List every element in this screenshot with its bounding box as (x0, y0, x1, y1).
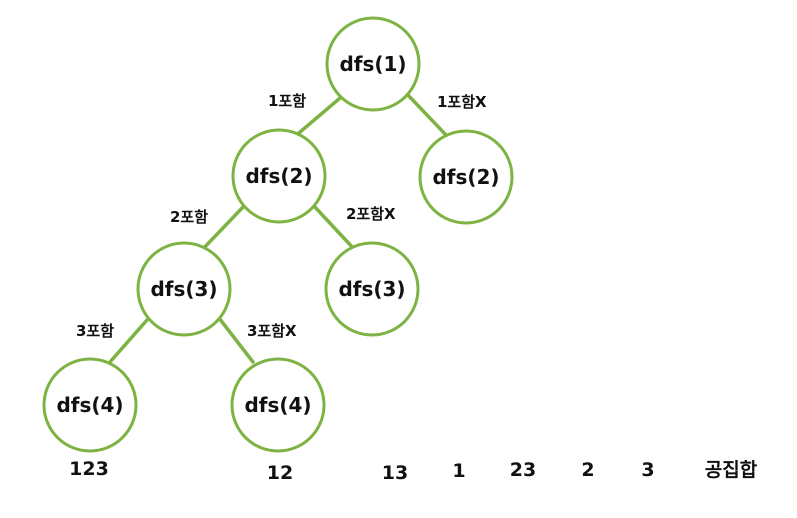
result-subset: 123 (69, 458, 109, 480)
edge-2-exclude (311, 203, 357, 252)
result-subset: 23 (510, 459, 536, 481)
node-dfs-3-exclude: dfs(3) (324, 241, 420, 337)
node-label: dfs(2) (245, 164, 312, 188)
result-empty-set: 공집합 (705, 459, 758, 481)
edge-3-exclude (217, 316, 255, 364)
node-label: dfs(2) (432, 165, 499, 189)
edge-1-include (291, 91, 348, 140)
node-dfs-3-include: dfs(3) (136, 241, 232, 337)
edge-1-exclude (404, 91, 448, 137)
edge-label-1-include: 1포함 (268, 92, 306, 110)
node-label: dfs(4) (56, 393, 123, 417)
node-dfs-4-exclude: dfs(4) (230, 357, 326, 453)
edge-label-2-exclude: 2포함X (346, 205, 396, 223)
node-label: dfs(3) (338, 277, 405, 301)
node-label: dfs(1) (339, 52, 406, 76)
edge-label-3-exclude: 3포함X (247, 322, 297, 340)
edge-label-1-exclude: 1포함X (437, 93, 487, 111)
node-dfs-2-exclude: dfs(2) (418, 129, 514, 225)
result-subset: 2 (581, 459, 594, 481)
edge-2-include (198, 203, 247, 254)
result-subset: 3 (641, 459, 654, 481)
node-label: dfs(4) (244, 393, 311, 417)
result-subset: 13 (382, 462, 408, 484)
result-subset: 1 (452, 460, 465, 482)
result-subset: 12 (267, 462, 293, 484)
node-dfs-1: dfs(1) (325, 16, 421, 112)
edge-label-2-include: 2포함 (170, 208, 208, 226)
node-label: dfs(3) (150, 277, 217, 301)
node-dfs-2-include: dfs(2) (231, 128, 327, 224)
edge-label-3-include: 3포함 (76, 322, 114, 340)
edge-3-include (108, 318, 149, 364)
node-dfs-4-include: dfs(4) (42, 357, 138, 453)
